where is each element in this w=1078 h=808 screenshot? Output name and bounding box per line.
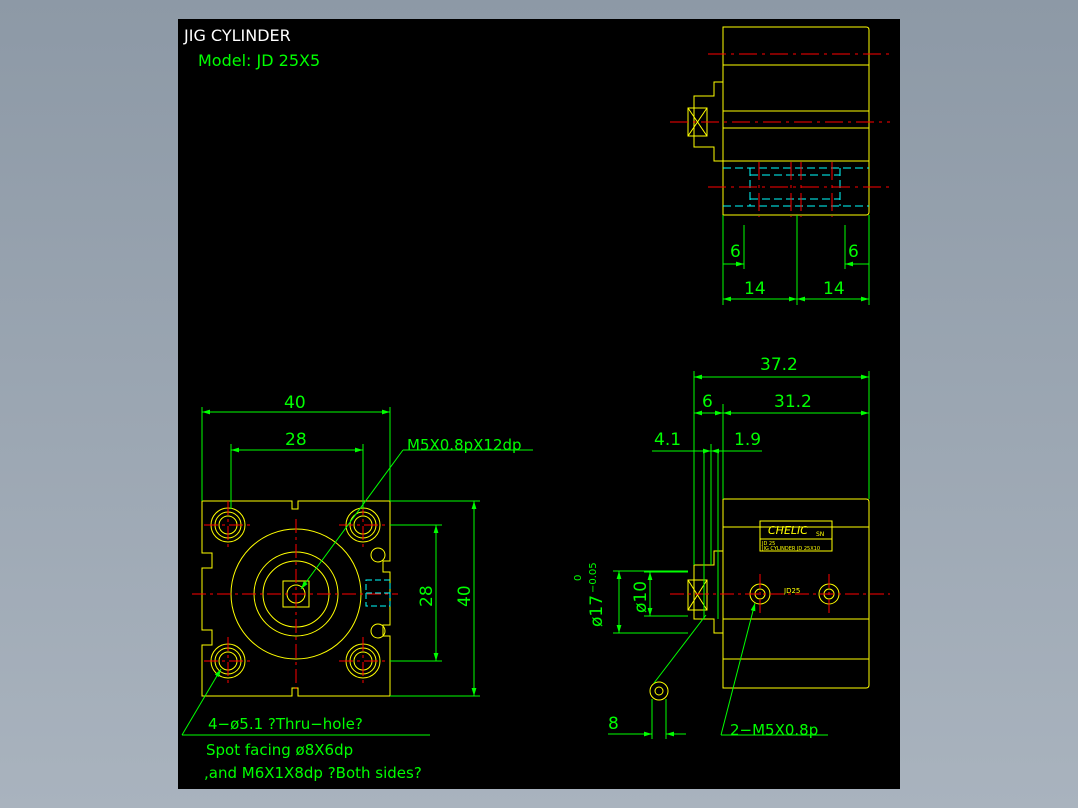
cad-canvas: JIG CYLINDER Model: JD 25X5 xyxy=(178,19,900,789)
brand-label: CHELIC xyxy=(768,524,808,537)
side-view-body xyxy=(722,498,870,689)
boss-tol-upper: 0 xyxy=(573,575,584,581)
cad-drawing: JIG CYLINDER Model: JD 25X5 xyxy=(181,26,890,782)
side-view: CHELIC SN JD 25 JIG CYLINDER JD 25X10 JD… xyxy=(573,355,890,739)
side-dim-total: 37.2 xyxy=(760,355,798,375)
side-dim-right: 31.2 xyxy=(774,392,812,412)
side-view-rod xyxy=(693,550,723,634)
rod-end-dim: 8 xyxy=(608,714,619,734)
side-dim-small-right: 1.9 xyxy=(734,430,761,450)
boss-tol-lower: −0.05 xyxy=(588,562,599,593)
nameplate-line2: JIG CYLINDER JD 25X10 xyxy=(761,546,820,552)
hole-note-line1: 4−ø5.1 ?Thru−hole? xyxy=(208,715,363,733)
nameplate-line1: JD 25 xyxy=(761,541,775,547)
front-view-dimensions xyxy=(181,407,533,736)
side-view-centerlines xyxy=(670,574,890,614)
top-dim-right-6: 6 xyxy=(848,242,859,262)
front-view: 40 28 M5X0.8pX12dp 28 40 4−ø5.1 ?Thru−ho… xyxy=(181,393,533,782)
top-view-hidden-ports xyxy=(723,167,869,207)
hole-note-line2: Spot facing ø8X6dp xyxy=(206,741,353,759)
rod-diameter: ø10 xyxy=(631,581,651,613)
front-dim-height-28: 28 xyxy=(417,585,437,607)
body-mark: JD25 xyxy=(783,587,800,595)
port-callout: 2−M5X0.8p xyxy=(730,721,818,739)
top-view-body xyxy=(722,26,870,216)
front-dim-height-40: 40 xyxy=(455,585,475,607)
drawing-title: JIG CYLINDER xyxy=(183,26,291,45)
hole-note-line3: ,and M6X1X8dp ?Both sides? xyxy=(204,764,422,782)
top-view-centerlines xyxy=(670,53,890,217)
top-dim-right-14: 14 xyxy=(823,279,845,299)
side-view-dimensions xyxy=(608,371,870,739)
top-view-dimensions xyxy=(722,215,870,305)
nameplate xyxy=(759,520,833,552)
side-dim-left: 6 xyxy=(702,392,713,412)
top-view: 6 6 14 14 xyxy=(670,26,890,305)
front-dim-width-28: 28 xyxy=(285,430,307,450)
thread-callout: M5X0.8pX12dp xyxy=(407,436,522,454)
model-label: Model: JD 25X5 xyxy=(198,51,320,70)
boss-diameter: ø17 xyxy=(587,595,607,627)
top-dim-left-6: 6 xyxy=(730,242,741,262)
rod-end-detail xyxy=(649,681,669,701)
front-dim-width-40: 40 xyxy=(284,393,306,413)
top-dim-left-14: 14 xyxy=(744,279,766,299)
brand-suffix: SN xyxy=(816,531,824,538)
side-dim-small-left: 4.1 xyxy=(654,430,681,450)
front-view-hidden-port xyxy=(365,579,391,607)
